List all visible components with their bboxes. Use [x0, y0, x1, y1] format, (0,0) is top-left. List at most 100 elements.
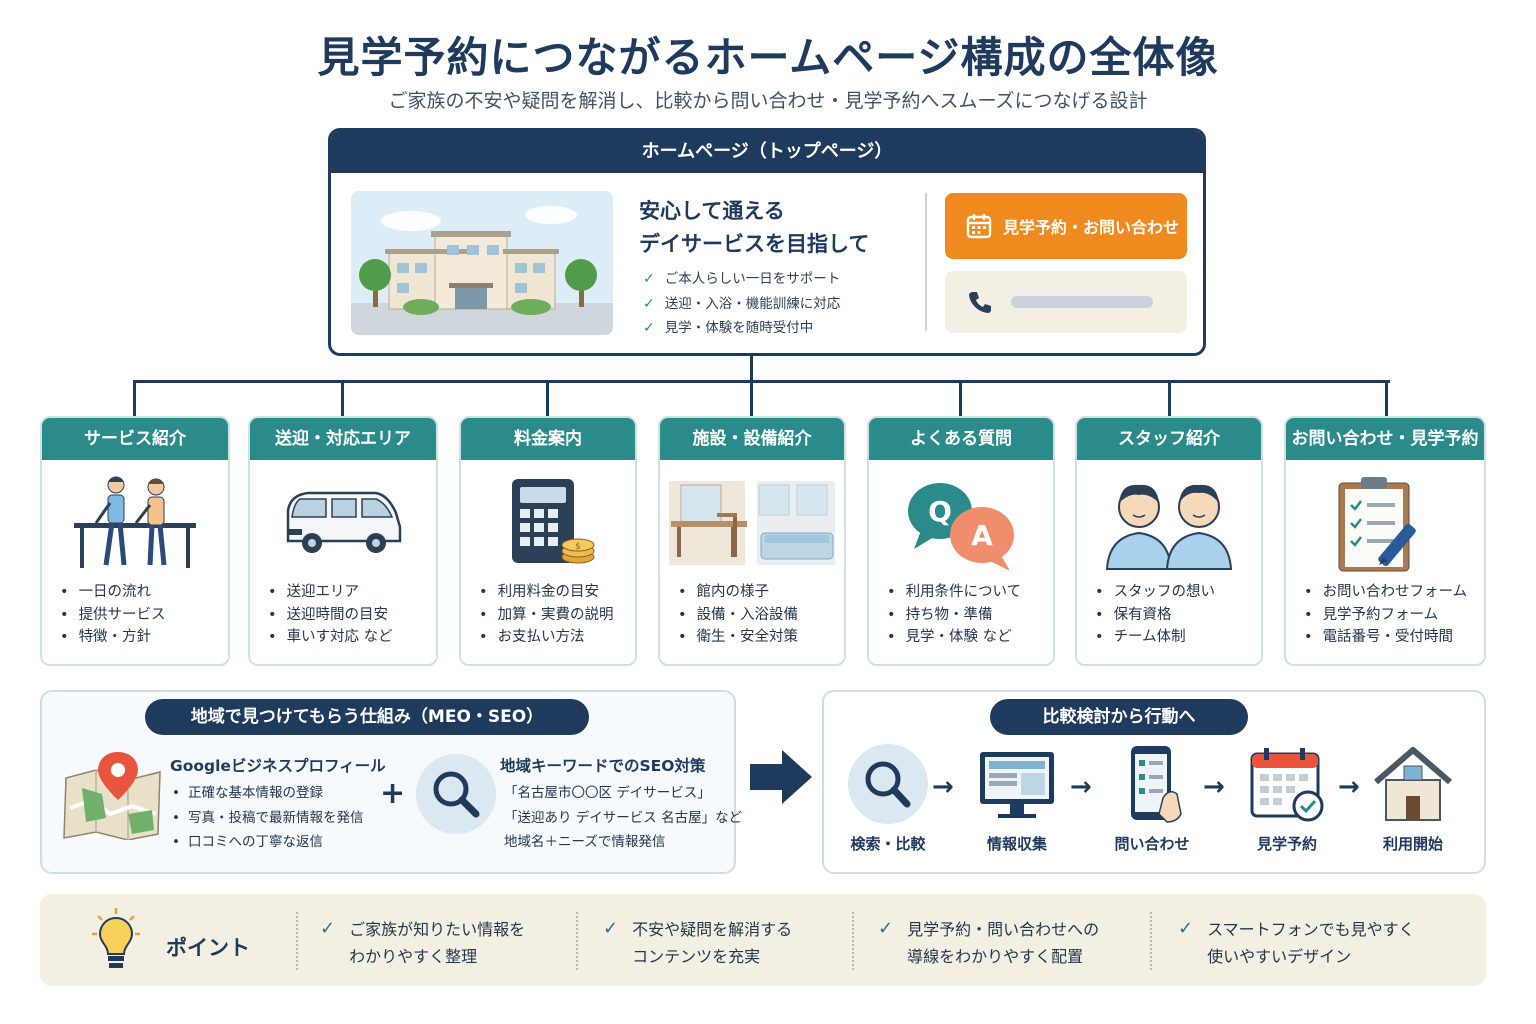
connector-line — [341, 380, 344, 416]
category-card-title: お問い合わせ・見学予約 — [1286, 418, 1484, 460]
category-card-title: 施設・設備紹介 — [660, 418, 844, 460]
connector-line — [750, 380, 753, 416]
lightbulb-icon — [92, 908, 140, 976]
staff-icon — [1077, 468, 1261, 578]
connector-line — [133, 380, 136, 416]
category-card-staff[interactable]: スタッフ紹介 スタッフの想い 保有資格 チーム体制 — [1075, 416, 1263, 666]
top-page-header: ホームページ（トップページ） — [331, 131, 1203, 173]
step-label: 見学予約 — [1256, 835, 1317, 853]
list-item: 特徴・方針 — [60, 626, 166, 649]
list-item: 保有資格 — [1095, 604, 1215, 627]
hero-feature: ✓ご本人らしい一日をサポート — [643, 267, 840, 292]
category-item-list: お問い合わせフォーム 見学予約フォーム 電話番号・受付時間 — [1304, 581, 1468, 649]
category-card-title: 料金案内 — [461, 418, 635, 460]
category-card-title: 送迎・対応エリア — [250, 418, 436, 460]
step-house-icon — [1358, 744, 1468, 828]
flow-arrow-icon: → — [932, 772, 954, 802]
list-item: 電話番号・受付時間 — [1304, 626, 1467, 649]
map-pin-icon — [62, 748, 164, 844]
clipboard-icon — [1286, 468, 1484, 578]
calendar-icon — [966, 214, 992, 239]
seo-line: 地域名＋ニーズで情報発信 — [504, 834, 666, 850]
points-bar — [40, 894, 1486, 986]
svg-text:Q: Q — [928, 495, 952, 528]
page-subtitle: ご家族の不安や疑問を解消し、比較から問い合わせ・見学予約へスムーズにつなげる設計 — [388, 90, 1148, 112]
flow-arrow-icon: → — [1338, 772, 1360, 802]
step-smartphone-icon — [1097, 744, 1207, 828]
phone-icon — [969, 292, 991, 313]
meo-seo-title: 地域で見つけてもらう仕組み（MEO・SEO） — [145, 699, 589, 735]
category-card-service[interactable]: サービス紹介 一日の流れ 提供サービス 特徴・方針 — [40, 416, 230, 666]
point-item: ✓ スマートフォンでも見やすく使いやすいデザイン — [1178, 916, 1415, 970]
category-card-contact[interactable]: お問い合わせ・見学予約 お問い合わせフォーム 見学予約フォーム 電話番号・受付時… — [1284, 416, 1486, 666]
reservation-cta-button[interactable]: 見学予約・お問い合わせ — [945, 193, 1187, 259]
hero-title: 安心して通える デイサービスを目指して — [639, 195, 869, 261]
category-item-list: 利用条件について 持ち物・準備 見学・体験 など — [887, 581, 1022, 649]
point-item: ✓ ご家族が知りたい情報をわかりやすく整理 — [320, 916, 525, 970]
point-item: ✓ 見学予約・問い合わせへの導線をわかりやすく配置 — [878, 916, 1099, 970]
rehab-staff-icon — [42, 468, 228, 578]
svg-text:$: $ — [575, 542, 581, 552]
hero-feature-list: ✓ご本人らしい一日をサポート ✓送迎・入浴・機能訓練に対応 ✓見学・体験を随時受… — [643, 267, 840, 341]
list-item: 一日の流れ — [60, 581, 166, 604]
category-card-fee[interactable]: 料金案内 $ 利用料金の目安 加算・実費の説明 お支払い方法 — [459, 416, 637, 666]
divider — [576, 912, 578, 970]
list-item: チーム体制 — [1095, 626, 1215, 649]
plus-icon: + — [380, 776, 406, 811]
connector-line — [133, 380, 1390, 383]
step-label: 情報収集 — [986, 835, 1047, 853]
list-item: 衛生・安全対策 — [678, 626, 799, 649]
category-card-title: サービス紹介 — [42, 418, 228, 460]
seo-line: 「名古屋市〇〇区 デイサービス」 — [504, 785, 711, 801]
connector-line — [1385, 380, 1388, 416]
category-item-list: 利用料金の目安 加算・実費の説明 お支払い方法 — [479, 581, 614, 649]
flow-arrow-icon: → — [1070, 772, 1092, 802]
list-item: 加算・実費の説明 — [479, 604, 614, 627]
step-label: 利用開始 — [1382, 835, 1443, 853]
hero-title-line2: デイサービスを目指して — [639, 232, 870, 256]
category-card-title: スタッフ紹介 — [1077, 418, 1261, 460]
list-item: 設備・入浴設備 — [678, 604, 799, 627]
list-item: 利用料金の目安 — [479, 581, 614, 604]
list-item: 送迎時間の目安 — [268, 604, 393, 627]
building-illustration — [351, 191, 613, 335]
gbp-item-list: 正確な基本情報の登録 写真・投稿で最新情報を発信 口コミへの丁寧な返信 — [172, 781, 364, 855]
check-icon: ✓ — [320, 918, 336, 939]
check-icon: ✓ — [643, 320, 655, 336]
list-item: お問い合わせフォーム — [1304, 581, 1468, 604]
list-item: 車いす対応 など — [268, 626, 393, 649]
page-title: 見学予約につながるホームページ構成の全体像 — [317, 33, 1219, 82]
phone-button[interactable] — [945, 271, 1187, 333]
facility-icon — [660, 468, 844, 578]
list-item: 館内の様子 — [678, 581, 798, 604]
list-item: 送迎エリア — [268, 581, 393, 604]
category-card-facility[interactable]: 施設・設備紹介 館内の様子 設備・入浴設備 衛生・安全対策 — [658, 416, 846, 666]
list-item: 見学予約フォーム — [1304, 604, 1467, 627]
category-item-list: 送迎エリア 送迎時間の目安 車いす対応 など — [268, 581, 393, 649]
divider — [1150, 912, 1152, 970]
flow-title: 比較検討から行動へ — [990, 699, 1248, 735]
check-icon: ✓ — [1178, 918, 1194, 939]
hero-feature: ✓送迎・入浴・機能訓練に対応 — [643, 292, 840, 317]
step-search-icon — [833, 744, 943, 828]
divider — [852, 912, 854, 970]
phone-number-placeholder — [1011, 296, 1153, 308]
seo-title: 地域キーワードでのSEO対策 — [500, 757, 706, 775]
list-item: 口コミへの丁寧な返信 — [172, 830, 363, 855]
flow-arrow-icon: → — [1203, 772, 1225, 802]
hero-feature: ✓見学・体験を随時受付中 — [643, 316, 840, 341]
svg-text:A: A — [971, 519, 993, 552]
check-icon: ✓ — [643, 271, 655, 287]
calculator-icon: $ — [461, 468, 635, 578]
top-page-box: ホームページ（トップページ） — [328, 128, 1206, 356]
step-label: 問い合わせ — [1114, 835, 1190, 853]
seo-keywords: 「名古屋市〇〇区 デイサービス」 「送迎あり デイサービス 名古屋」など 地域名… — [504, 781, 742, 855]
van-icon — [250, 468, 436, 578]
search-icon — [416, 754, 496, 834]
point-item: ✓ 不安や疑問を解消するコンテンツを充実 — [603, 916, 792, 970]
category-card-transport[interactable]: 送迎・対応エリア 送迎エリア 送迎時間の目安 車いす対応 など — [248, 416, 438, 666]
list-item: 利用条件について — [887, 581, 1022, 604]
list-item: 提供サービス — [60, 604, 166, 627]
category-card-faq[interactable]: よくある質問 Q A 利用条件について 持ち物・準備 見学・体験 など — [867, 416, 1055, 666]
category-item-list: スタッフの想い 保有資格 チーム体制 — [1095, 581, 1216, 649]
